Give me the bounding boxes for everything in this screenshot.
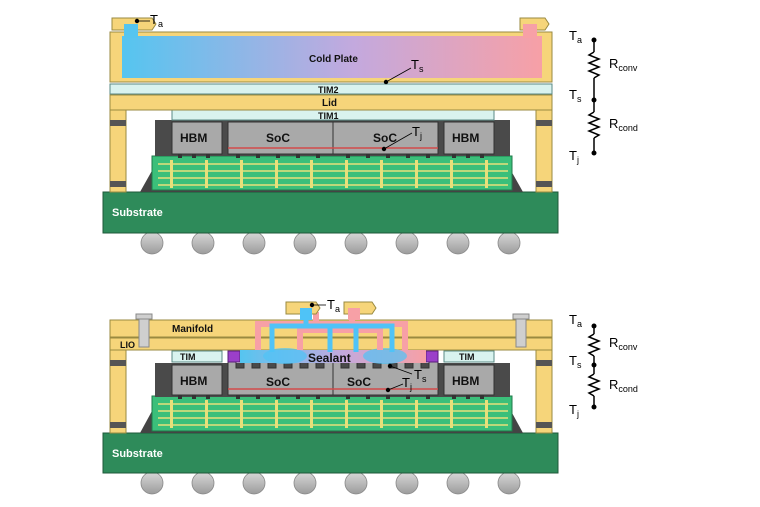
circuit-top-rcond: Rcond bbox=[609, 116, 638, 133]
hbm-left-label: HBM bbox=[180, 131, 207, 145]
hbm-left-bottom bbox=[171, 364, 223, 396]
interposer-bottom-vias bbox=[170, 400, 488, 428]
cold-plate-label: Cold Plate bbox=[309, 54, 358, 65]
hbm-left-bottom-label: HBM bbox=[180, 374, 207, 388]
lio-label: LIO bbox=[120, 340, 135, 350]
top-diagram: Substrate bbox=[102, 12, 559, 255]
soc-right-bottom-label: SoC bbox=[347, 375, 371, 389]
lid-leg-left bbox=[109, 103, 127, 193]
circuit-bottom-ta: Ta bbox=[569, 312, 582, 329]
tim-left bbox=[171, 350, 223, 363]
tim2-label: TIM2 bbox=[318, 85, 339, 95]
rconv-resistor bbox=[586, 51, 602, 79]
ts-bottom-label: Ts bbox=[414, 367, 427, 384]
solder-balls-bottom bbox=[140, 471, 521, 495]
substrate-bottom-label: Substrate bbox=[112, 448, 163, 460]
circuit-bottom-tj: Tj bbox=[569, 402, 579, 419]
manifold-label: Manifold bbox=[172, 324, 213, 335]
circuit-bottom-ts: Ts bbox=[569, 353, 582, 370]
hbm-right-label: HBM bbox=[452, 131, 479, 145]
ta-bottom-label: Ta bbox=[327, 297, 340, 314]
lid-leg-right bbox=[535, 103, 553, 193]
tim-left-label: TIM bbox=[180, 352, 196, 362]
circuit-top-ta: Ta bbox=[569, 28, 582, 45]
circuit-bottom: Ta Ts Tj Rconv Rcond bbox=[569, 312, 638, 419]
circuit-top: Ta Ts Tj Rconv Rcond bbox=[569, 28, 638, 165]
tim-right-label: TIM bbox=[459, 352, 475, 362]
interposer-vias bbox=[170, 160, 488, 188]
circuit-bottom-rconv: Rconv bbox=[609, 335, 638, 352]
soc-right-label: SoC bbox=[373, 131, 397, 145]
substrate-label: Substrate bbox=[112, 207, 163, 219]
sealant-right bbox=[425, 350, 439, 363]
tj-label: Tj bbox=[412, 124, 422, 141]
hbm-left bbox=[171, 121, 223, 155]
soc-left-bottom-label: SoC bbox=[266, 375, 290, 389]
substrate-bottom bbox=[102, 432, 559, 474]
sealant-label: Sealant bbox=[308, 351, 351, 365]
ta-label: Ta bbox=[150, 12, 163, 29]
tim-right bbox=[443, 350, 495, 363]
bottom-diagram: Substrate bbox=[102, 297, 559, 495]
ts-label: Ts bbox=[411, 57, 424, 74]
solder-balls bbox=[140, 231, 521, 255]
substrate bbox=[102, 191, 559, 234]
sealant-left bbox=[227, 350, 241, 363]
circuit-top-tj: Tj bbox=[569, 148, 579, 165]
soc-left-label: SoC bbox=[266, 131, 290, 145]
hbm-right-bottom-label: HBM bbox=[452, 374, 479, 388]
circuit-top-ts: Ts bbox=[569, 87, 582, 104]
circuit-top-rconv: Rconv bbox=[609, 56, 638, 73]
lid bbox=[109, 94, 553, 111]
circuit-bottom-rcond: Rcond bbox=[609, 377, 638, 394]
interposer-bottom-traces bbox=[158, 403, 508, 426]
rconv-bottom-resistor bbox=[586, 333, 602, 357]
tj-bottom-label: Tj bbox=[402, 375, 412, 392]
rcond-bottom-resistor bbox=[586, 373, 602, 397]
tim1-label: TIM1 bbox=[318, 111, 339, 121]
lid-label: Lid bbox=[322, 98, 337, 109]
tim2-layer bbox=[109, 83, 553, 95]
cold-plate-channel bbox=[122, 36, 542, 78]
rcond-resistor bbox=[586, 111, 602, 139]
interposer-traces bbox=[158, 163, 508, 186]
